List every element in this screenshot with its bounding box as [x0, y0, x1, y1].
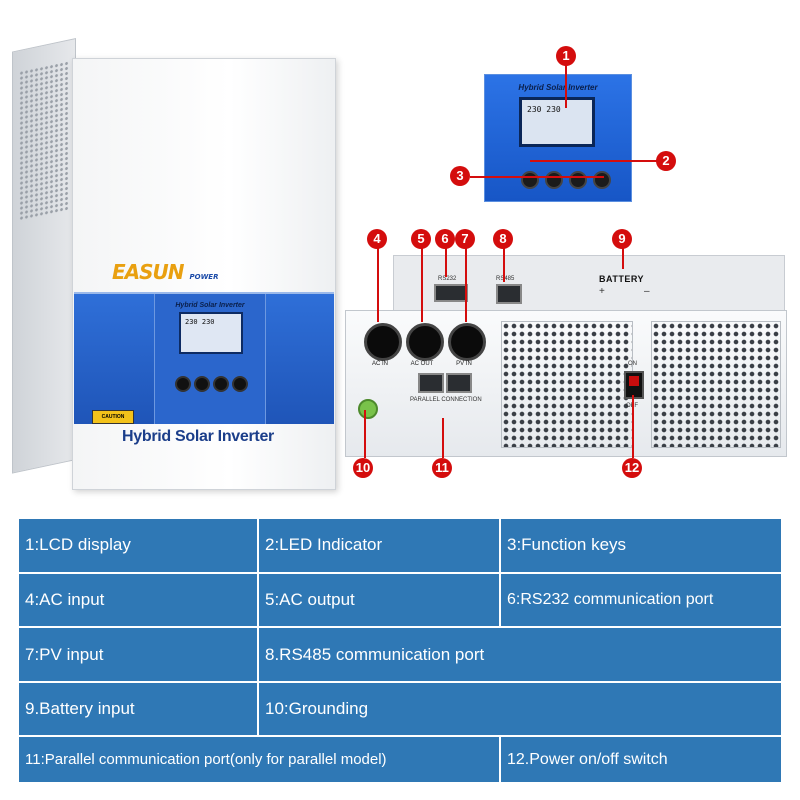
table-cell: 11:Parallel communication port(only for … [17, 735, 501, 784]
callout-6: 6 [435, 229, 455, 249]
caution-sticker: CAUTION [92, 410, 134, 424]
ac-in-port [364, 323, 402, 361]
ac-out-label: AC OUT [410, 361, 434, 367]
callout-5: 5 [411, 229, 431, 249]
table-row: 4:AC input 5:AC output 6:RS232 communica… [17, 571, 783, 629]
parallel-port [446, 373, 472, 393]
ac-in-label: AC IN [371, 361, 388, 367]
closeup-lcd: 230 230 [519, 97, 595, 147]
table-row: 11:Parallel communication port(only for … [17, 735, 783, 784]
table-row: 9.Battery input 10:Grounding [17, 680, 783, 738]
function-key [232, 376, 248, 392]
table-cell: 6:RS232 communication port [499, 571, 783, 629]
pv-in-label: PV IN [456, 361, 472, 367]
battery-minus: – [644, 286, 650, 297]
table-cell: 3:Function keys [499, 517, 783, 574]
function-key [213, 376, 229, 392]
callout-1: 1 [556, 46, 576, 66]
battery-plus: + [599, 286, 605, 297]
legend-table: 1:LCD display 2:LED Indicator 3:Function… [17, 517, 783, 784]
function-key [175, 376, 191, 392]
table-cell: 8.RS485 communication port [257, 626, 783, 683]
table-cell: 4:AC input [17, 571, 259, 629]
function-key [194, 376, 210, 392]
lcd-readout: 230 230 [185, 318, 215, 326]
grounding-terminal [358, 399, 378, 419]
inverter-lcd: 230 230 [179, 312, 243, 354]
power-switch [624, 371, 644, 399]
parallel-port [418, 373, 444, 393]
callout-line [622, 247, 624, 269]
function-key [593, 171, 611, 189]
callout-10: 10 [353, 458, 373, 478]
callout-line [377, 247, 379, 322]
pv-in-port [448, 323, 486, 361]
callout-11: 11 [432, 458, 452, 478]
inverter-panel-title: Hybrid Solar Inverter [175, 302, 245, 309]
table-cell: 5:AC output [257, 571, 501, 629]
callout-12: 12 [622, 458, 642, 478]
callout-line [503, 247, 505, 282]
callout-line [530, 160, 660, 162]
ac-out-port [406, 323, 444, 361]
inverter-caption: Hybrid Solar Inverter [122, 428, 274, 445]
callout-7: 7 [455, 229, 475, 249]
battery-label: BATTERY [599, 274, 644, 284]
table-cell: 7:PV input [17, 626, 259, 683]
callout-2: 2 [656, 151, 676, 171]
rs485-label: RS485 [496, 276, 515, 282]
table-cell: 9.Battery input [17, 680, 259, 738]
callout-line [445, 247, 447, 277]
brand-logo: EASUN POWER [112, 260, 218, 284]
callout-line [421, 247, 423, 322]
inverter-rear-image: RS232 RS485 BATTERY + – AC IN AC OUT PV … [345, 255, 787, 460]
callout-8: 8 [493, 229, 513, 249]
ventilation-grill [19, 60, 69, 222]
callout-line [565, 64, 567, 108]
control-panel-closeup: Hybrid Solar Inverter 230 230 [484, 74, 632, 202]
table-cell: 1:LCD display [17, 517, 259, 574]
brand-logo-main: EASUN [112, 260, 185, 284]
fan-grill-right [651, 321, 781, 448]
callout-line [632, 395, 634, 458]
callout-line [465, 247, 467, 322]
table-row: 7:PV input 8.RS485 communication port [17, 626, 783, 683]
callout-line [442, 418, 444, 458]
callout-line [470, 176, 604, 178]
callout-4: 4 [367, 229, 387, 249]
function-key [569, 171, 587, 189]
table-row: 1:LCD display 2:LED Indicator 3:Function… [17, 517, 783, 574]
rear-top-plate: RS232 RS485 BATTERY + – [393, 255, 785, 315]
table-cell: 2:LED Indicator [257, 517, 501, 574]
rs232-label: RS232 [438, 276, 457, 282]
inverter-front-image: EASUN POWER Hybrid Solar Inverter 230 23… [12, 30, 336, 490]
brand-logo-sub: POWER [189, 273, 219, 281]
closeup-function-keys [521, 171, 617, 194]
table-cell: 12.Power on/off switch [499, 735, 783, 784]
callout-line [364, 410, 366, 458]
function-key [521, 171, 539, 189]
table-cell: 10:Grounding [257, 680, 783, 738]
closeup-lcd-readout: 230 230 [527, 105, 561, 114]
rear-main-plate: AC IN AC OUT PV IN PARALLEL CONNECTION O… [345, 310, 787, 457]
inverter-control-panel: Hybrid Solar Inverter 230 230 [74, 292, 334, 424]
rs232-port [434, 284, 468, 302]
inverter-side-panel [12, 38, 76, 474]
callout-3: 3 [450, 166, 470, 186]
switch-on-label: ON [628, 361, 637, 367]
rs485-port [496, 284, 522, 304]
closeup-panel-title: Hybrid Solar Inverter [518, 83, 598, 92]
inverter-function-keys [175, 376, 251, 397]
parallel-label: PARALLEL CONNECTION [410, 397, 482, 403]
function-key [545, 171, 563, 189]
callout-9: 9 [612, 229, 632, 249]
fan-grill-left [501, 321, 633, 448]
